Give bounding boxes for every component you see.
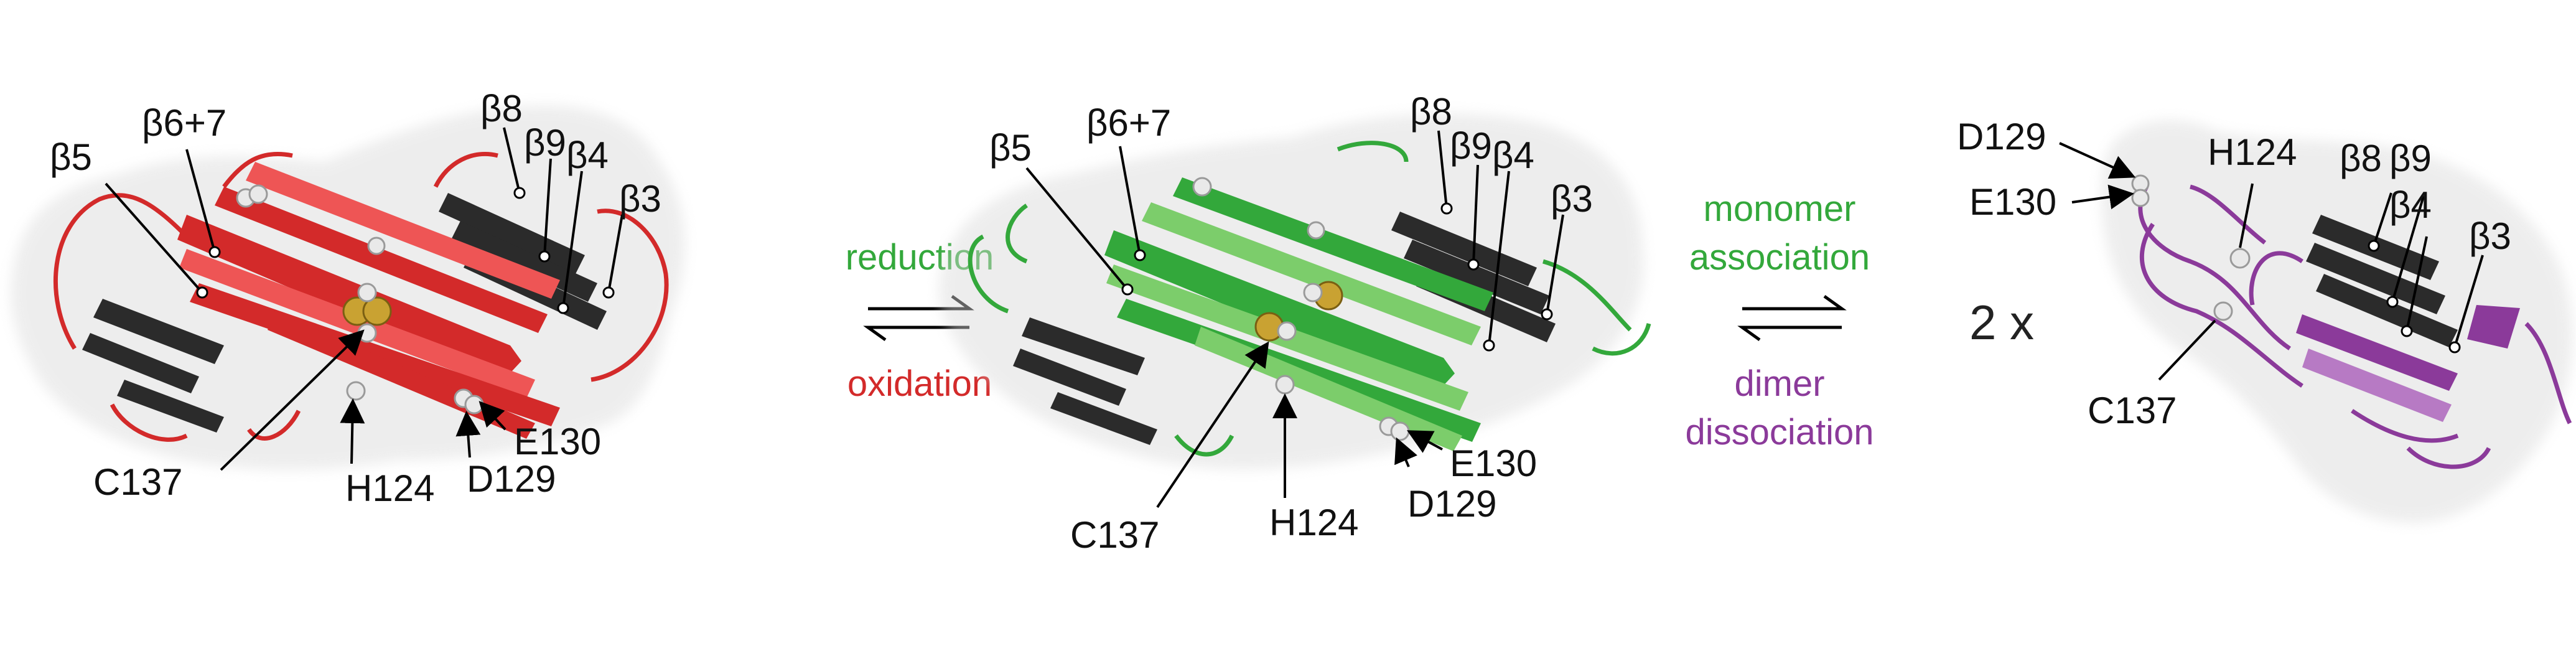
label-beta4: β4: [2389, 184, 2432, 226]
atom-sphere: [2213, 301, 2233, 321]
label-beta9: β9: [524, 122, 566, 164]
atom-sphere: [2131, 189, 2150, 207]
label-beta5: β5: [50, 136, 92, 178]
label-e130: E130: [514, 421, 601, 462]
atom-sphere: [1390, 421, 1410, 441]
atom-sphere: [357, 283, 377, 302]
beta-sheet-strands: [2296, 305, 2520, 422]
label-h124: H124: [1269, 502, 1358, 543]
label-d129: D129: [1957, 116, 2046, 157]
atom-sphere: [1275, 375, 1295, 395]
atom-spheres: [236, 184, 484, 415]
label-beta9: β9: [2389, 138, 2432, 179]
stoichiometry-label: 2 x: [1969, 295, 2034, 350]
label-h124: H124: [2208, 131, 2297, 173]
label-beta6-7: β6+7: [142, 102, 226, 144]
label-beta5: β5: [989, 127, 1032, 169]
label-beta3: β3: [619, 178, 661, 220]
atom-spheres: [2131, 174, 2251, 321]
equilibrium-arrows: [1737, 294, 1847, 342]
association-label: association: [1689, 237, 1870, 278]
atom-spheres: [1192, 177, 1410, 441]
atom-sphere: [464, 395, 484, 415]
label-beta4: β4: [1492, 134, 1534, 176]
label-beta4: β4: [566, 134, 609, 176]
dimer-label: dimer: [1734, 363, 1824, 404]
label-c137: C137: [2088, 390, 2177, 431]
label-beta3: β3: [2469, 215, 2511, 257]
label-beta8: β8: [480, 88, 523, 129]
atom-sphere: [346, 381, 366, 401]
dissociation-label: dissociation: [1685, 412, 1874, 452]
association-equilibrium: monomer association dimer dissociation: [1685, 189, 1874, 452]
backbone-loop: [2138, 184, 2572, 469]
atom-sphere: [248, 184, 268, 204]
atom-sphere: [1192, 177, 1212, 197]
monomer-label: monomer: [1704, 189, 1856, 229]
atom-sphere: [357, 323, 377, 343]
molecular-surface: [939, 113, 1644, 469]
label-beta6-7: β6+7: [1086, 102, 1171, 144]
backbone-loop: [53, 151, 669, 442]
monomer-panel: 2 x D129 E130: [1957, 116, 2573, 523]
oxidized-dimer-panel: β5 β6+7 β8 β9 β4 β3 C137 H124 D129 E130: [11, 88, 685, 509]
label-beta8: β8: [1410, 91, 1452, 133]
label-e130: E130: [1969, 181, 2056, 223]
sulfur-atom: [362, 296, 392, 326]
atom-sphere: [1307, 221, 1325, 240]
atom-sphere: [2229, 248, 2251, 269]
atom-sphere: [1277, 321, 1297, 341]
oxidation-label: oxidation: [847, 363, 992, 404]
label-beta9: β9: [1450, 125, 1492, 167]
label-e130: E130: [1450, 443, 1537, 484]
molecular-surface: [2101, 120, 2573, 523]
label-d129: D129: [467, 458, 556, 500]
backbone-loop: [968, 141, 1651, 457]
label-c137: C137: [93, 461, 182, 503]
label-beta3: β3: [1551, 178, 1593, 220]
label-d129: D129: [1407, 483, 1496, 525]
label-c137: C137: [1070, 514, 1159, 556]
label-h124: H124: [345, 467, 434, 509]
atom-sphere: [367, 237, 386, 255]
label-beta8: β8: [2340, 138, 2382, 179]
atom-sphere: [1303, 283, 1323, 302]
reduced-dimer-panel: β5 β6+7 β8 β9 β4 β3 C137 H124 D129 E130: [939, 91, 1651, 556]
